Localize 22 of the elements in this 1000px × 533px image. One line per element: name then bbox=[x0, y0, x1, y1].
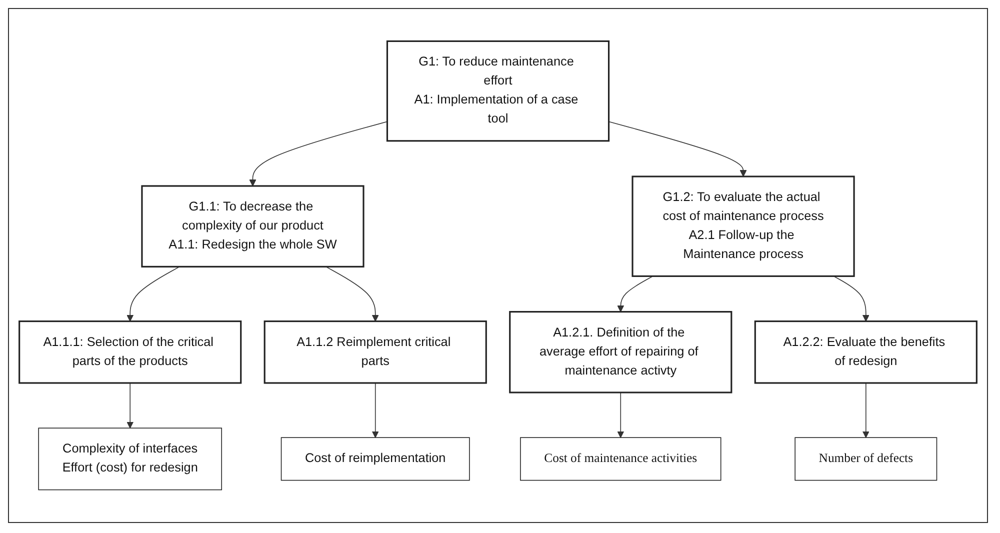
node-box bbox=[632, 176, 855, 277]
node-box bbox=[264, 320, 487, 384]
diagram-frame: G1: To reduce maintenance effort A1: Implementation of a case tool G1.1: To decrease the complexity of our product A1.1: Redesign the whole SW G1.2: To evaluate the actual cost of maintenance process A2.1 Follow-up the Maintenance process A1.1.1: Selection of the critical parts of the products A1.1.2 Reimplement critical parts A1.2.1. Definition of the average effort of repairing of maintenance activty A1.2.2: Evaluate the benefits of redesign Complexity of interfaces Effort (cost) for redesign Cost of reimplementation Cost of maintenance activities Number of defects bbox=[8, 8, 988, 523]
node-box bbox=[386, 40, 610, 142]
node-box bbox=[520, 437, 722, 481]
node-box bbox=[509, 311, 732, 394]
arrow bbox=[249, 121, 388, 186]
arrow bbox=[372, 382, 379, 438]
node-box bbox=[141, 185, 364, 268]
arrow bbox=[617, 392, 624, 438]
node-box bbox=[794, 437, 938, 481]
arrow bbox=[617, 276, 654, 312]
node-box bbox=[38, 428, 222, 490]
node-box bbox=[280, 437, 470, 481]
arrow bbox=[608, 121, 747, 177]
arrow bbox=[833, 276, 870, 322]
arrow bbox=[126, 266, 180, 322]
arrow bbox=[862, 382, 870, 438]
arrow bbox=[325, 266, 379, 322]
arrow bbox=[126, 382, 134, 428]
node-box bbox=[754, 320, 978, 384]
node-box bbox=[18, 320, 242, 384]
